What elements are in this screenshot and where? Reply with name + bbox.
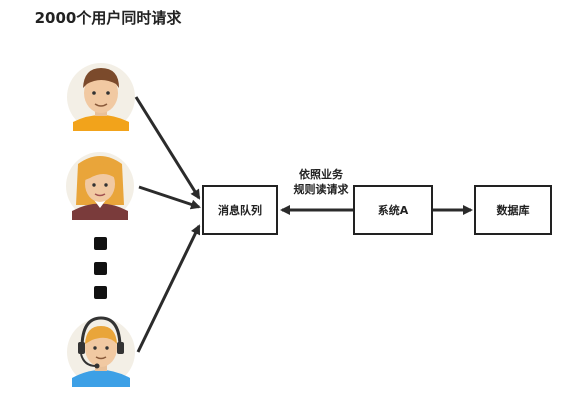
edge-label-read-by-rules: 依照业务 规则读请求 xyxy=(281,167,361,197)
node-message-queue-label: 消息队列 xyxy=(218,204,262,217)
node-database-label: 数据库 xyxy=(496,204,530,217)
arrow-user1-to-queue xyxy=(134,96,201,200)
arrow-user3-to-queue xyxy=(136,224,201,353)
edge-label-line-1: 依照业务 xyxy=(299,168,343,181)
node-database: 数据库 xyxy=(474,185,552,235)
diagram-title: 2000个用户同时请求 xyxy=(34,9,182,27)
edge-label-line-2: 规则读请求 xyxy=(293,183,349,196)
ellipsis-dot-3 xyxy=(94,286,107,299)
ellipsis-dot-2 xyxy=(94,262,107,275)
node-message-queue: 消息队列 xyxy=(202,185,278,235)
user-avatar-male xyxy=(67,63,135,131)
user-avatar-support-agent xyxy=(67,316,135,387)
node-system-a-label: 系统A xyxy=(377,204,409,217)
user-avatar-female xyxy=(66,152,134,220)
arrow-user2-to-queue xyxy=(138,185,201,210)
ellipsis-dot-1 xyxy=(94,237,107,250)
node-system-a: 系统A xyxy=(353,185,433,235)
